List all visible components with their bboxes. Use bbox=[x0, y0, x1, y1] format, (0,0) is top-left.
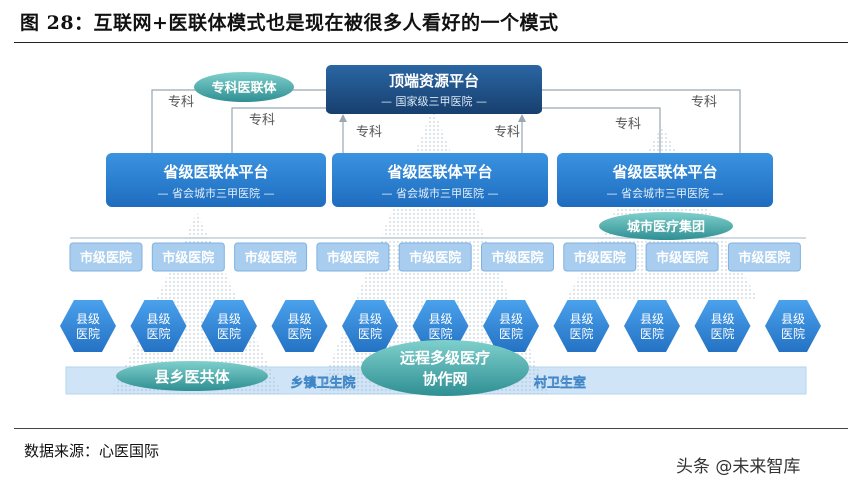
provincial-platform-title: 省级医联体平台 bbox=[386, 163, 492, 181]
county-hospital-label: 医院 bbox=[710, 327, 734, 341]
city-hospital-label: 市级医院 bbox=[656, 250, 708, 266]
county-hospital-label: 县级 bbox=[781, 312, 805, 326]
provincial-platform: 省级医联体平台 — 省会城市三甲医院 — bbox=[106, 153, 326, 207]
city-hospital-box: 市级医院 bbox=[234, 242, 308, 272]
city-hospital-label: 市级医院 bbox=[409, 250, 461, 266]
county-hospital-row: 县级医院县级医院县级医院县级医院县级医院县级医院县级医院县级医院县级医院县级医院… bbox=[60, 300, 821, 352]
provincial-platform-subtitle: — 省会城市三甲医院 — bbox=[158, 186, 275, 200]
county-hospital-label: 医院 bbox=[569, 327, 593, 341]
county-hospital-label: 医院 bbox=[358, 327, 382, 341]
city-hospital-box: 市级医院 bbox=[481, 242, 554, 272]
city-hospital-box: 市级医院 bbox=[563, 242, 637, 272]
city-hospital-label: 市级医院 bbox=[162, 250, 214, 266]
city-hospital-label: 市级医院 bbox=[574, 250, 626, 266]
provincial-platform: 省级医联体平台 — 省会城市三甲医院 — bbox=[557, 153, 773, 207]
specialty-alliance-label: 专科医联体 bbox=[211, 80, 277, 96]
specialty-label: 专科 bbox=[249, 113, 275, 128]
remote-network-line2: 协作网 bbox=[422, 370, 467, 388]
city-hospital-label: 市级医院 bbox=[327, 250, 379, 266]
figure-title: 图 28：互联网+医联体模式也是现在被很多人看好的一个模式 bbox=[20, 12, 559, 34]
top-platform-title: 顶端资源平台 bbox=[389, 72, 479, 90]
county-hospital-label: 医院 bbox=[287, 327, 311, 341]
remote-network-line1: 远程多级医疗 bbox=[400, 349, 490, 367]
village-label: 村卫生室 bbox=[534, 375, 586, 391]
specialty-label: 专科 bbox=[615, 117, 641, 132]
county-hospital-label: 县级 bbox=[146, 312, 170, 326]
provincial-platform-title: 省级医联体平台 bbox=[611, 163, 717, 181]
remote-network: 远程多级医疗 协作网 bbox=[361, 340, 529, 396]
county-hospital-label: 县级 bbox=[569, 312, 593, 326]
county-hospital-label: 县级 bbox=[76, 312, 100, 326]
county-hospital-label: 医院 bbox=[640, 327, 664, 341]
county-community-label: 县乡医共体 bbox=[154, 368, 230, 386]
watermark: 头条 @未来智库 bbox=[676, 457, 801, 477]
city-hospital-label: 市级医院 bbox=[245, 250, 297, 266]
specialty-label: 专科 bbox=[356, 125, 382, 140]
county-hospital-label: 医院 bbox=[146, 327, 170, 341]
source-note: 数据来源：心医国际 bbox=[24, 442, 160, 460]
city-hospital-row: 市级医院 市级医院 市级医院 市级医院 市级医院 市级医院 市级医院 市级医院 市级医院 bbox=[69, 242, 801, 272]
city-hospital-box: 市级医院 bbox=[645, 242, 719, 272]
provincial-platform-subtitle: — 省会城市三甲医院 — bbox=[382, 186, 499, 200]
township-label: 乡镇卫生院 bbox=[290, 375, 355, 391]
specialty-label: 专科 bbox=[168, 95, 194, 110]
provincial-platform: 省级医联体平台 — 省会城市三甲医院 — bbox=[332, 153, 548, 207]
city-hospital-label: 市级医院 bbox=[738, 250, 790, 266]
county-hospital-label: 医院 bbox=[76, 327, 100, 341]
city-hospital-box: 市级医院 bbox=[69, 242, 143, 272]
city-hospital-label: 市级医院 bbox=[491, 250, 543, 266]
specialty-alliance: 专科医联体 bbox=[194, 72, 294, 102]
top-platform: 顶端资源平台 — 国家级三甲医院 — bbox=[326, 65, 542, 114]
specialty-label: 专科 bbox=[691, 95, 717, 110]
county-hospital-label: 县级 bbox=[428, 312, 452, 326]
county-hospital-label: 县级 bbox=[358, 312, 382, 326]
county-hospital-label: 县级 bbox=[287, 312, 311, 326]
provincial-platform-title: 省级医联体平台 bbox=[162, 163, 268, 181]
city-hospital-box: 市级医院 bbox=[398, 242, 472, 272]
county-hospital-label: 医院 bbox=[217, 327, 241, 341]
county-community: 县乡医共体 bbox=[116, 361, 268, 391]
title-rule bbox=[14, 42, 848, 43]
county-hospital-label: 医院 bbox=[499, 327, 523, 341]
county-hospital-label: 县级 bbox=[710, 312, 734, 326]
city-hospital-box: 市级医院 bbox=[727, 242, 801, 272]
county-hospital-label: 医院 bbox=[428, 327, 452, 341]
source-rule bbox=[14, 428, 848, 429]
city-medical-group: 城市医疗集团 bbox=[599, 212, 733, 240]
county-hospital-label: 县级 bbox=[499, 312, 523, 326]
provincial-platform-subtitle: — 省会城市三甲医院 — bbox=[607, 186, 724, 200]
top-platform-subtitle: — 国家级三甲医院 — bbox=[381, 94, 487, 108]
specialty-label: 专科 bbox=[494, 125, 520, 140]
county-hospital-label: 医院 bbox=[781, 327, 805, 341]
city-medical-group-label: 城市医疗集团 bbox=[627, 219, 705, 235]
city-hospital-box: 市级医院 bbox=[316, 242, 390, 272]
city-hospital-box: 市级医院 bbox=[151, 242, 225, 272]
county-hospital-label: 县级 bbox=[217, 312, 241, 326]
county-hospital-label: 县级 bbox=[640, 312, 664, 326]
city-hospital-label: 市级医院 bbox=[80, 250, 132, 266]
